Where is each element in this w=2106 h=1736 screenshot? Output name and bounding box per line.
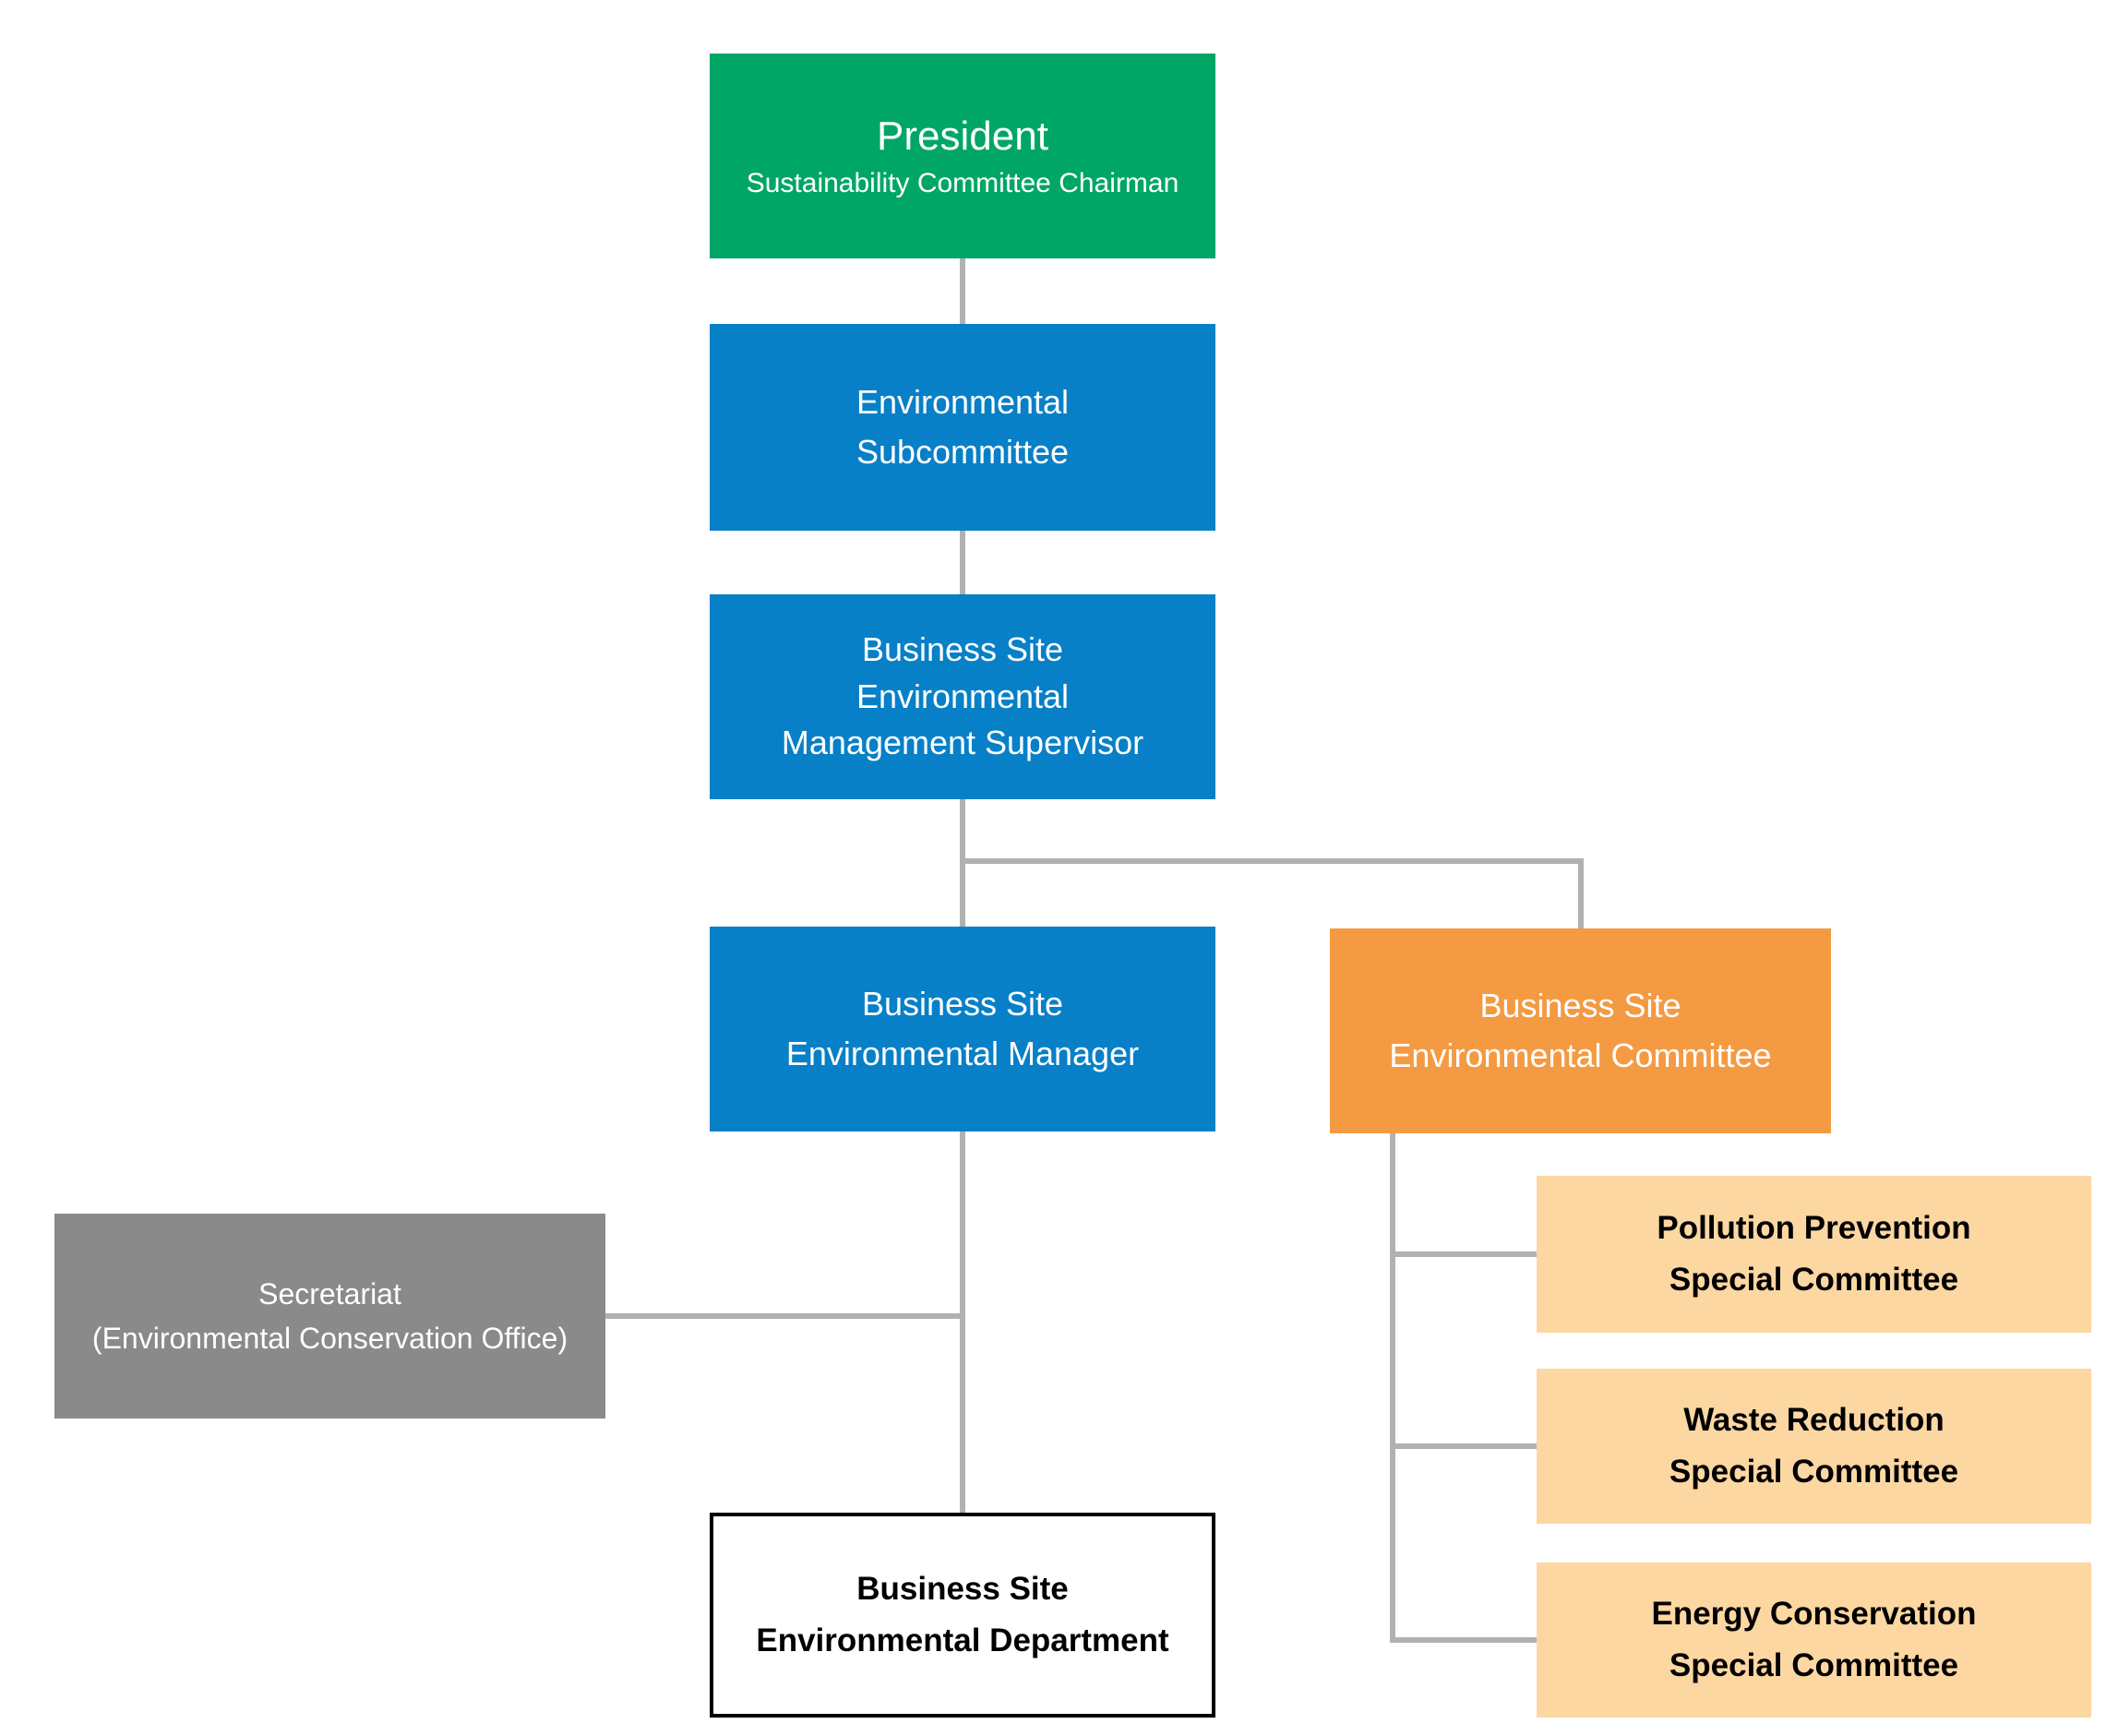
node-environmental-department: Business Site Environmental Department xyxy=(710,1513,1215,1718)
connector-stub-pollution xyxy=(1390,1251,1538,1257)
supervisor-label-line1: Business Site xyxy=(861,630,1064,669)
department-label-line1: Business Site xyxy=(856,1571,1069,1607)
pollution-label-line1: Pollution Prevention xyxy=(1657,1210,1971,1246)
node-energy-conservation-committee: Energy Conservation Special Committee xyxy=(1537,1562,2091,1718)
connector-branch-horizontal xyxy=(960,858,1584,864)
waste-label-line1: Waste Reduction xyxy=(1683,1402,1944,1438)
energy-label-line1: Energy Conservation xyxy=(1651,1596,1977,1632)
secretariat-label-line2: (Environmental Conservation Office) xyxy=(91,1322,568,1355)
connector-stub-waste xyxy=(1390,1443,1538,1449)
subcommittee-label-line1: Environmental xyxy=(856,383,1070,421)
manager-label-line2: Environmental Manager xyxy=(785,1035,1140,1072)
pollution-label-line2: Special Committee xyxy=(1669,1262,1959,1298)
connector-branch-committee xyxy=(1578,858,1584,930)
node-president: President Sustainability Committee Chair… xyxy=(710,54,1215,258)
manager-label-line1: Business Site xyxy=(861,985,1064,1023)
president-title: President xyxy=(877,113,1048,159)
node-secretariat: Secretariat (Environmental Conservation … xyxy=(54,1214,605,1419)
connector-subcommittee-supervisor xyxy=(960,529,965,597)
waste-label-line2: Special Committee xyxy=(1669,1454,1959,1490)
committee-label-line1: Business Site xyxy=(1479,987,1681,1024)
node-environmental-subcommittee: Environmental Subcommittee xyxy=(710,324,1215,531)
connector-manager-department xyxy=(960,1130,965,1515)
committee-label-line2: Environmental Committee xyxy=(1389,1036,1772,1074)
node-environmental-manager: Business Site Environmental Manager xyxy=(710,927,1215,1131)
supervisor-label-line2: Environmental xyxy=(856,676,1070,715)
connector-stub-energy xyxy=(1390,1637,1538,1643)
node-environmental-committee: Business Site Environmental Committee xyxy=(1330,928,1831,1133)
node-waste-reduction-committee: Waste Reduction Special Committee xyxy=(1537,1369,2091,1524)
connector-president-subcommittee xyxy=(960,257,965,327)
energy-label-line2: Special Committee xyxy=(1669,1647,1959,1683)
supervisor-label-line3: Management Supervisor xyxy=(781,724,1144,762)
node-environmental-management-supervisor: Business Site Environmental Management S… xyxy=(710,594,1215,799)
president-subtitle: Sustainability Committee Chairman xyxy=(746,167,1179,198)
node-pollution-prevention-committee: Pollution Prevention Special Committee xyxy=(1537,1176,2091,1333)
connector-secretariat-horizontal xyxy=(604,1313,963,1319)
subcommittee-label-line2: Subcommittee xyxy=(856,433,1070,471)
secretariat-label-line1: Secretariat xyxy=(258,1277,401,1311)
department-label-line2: Environmental Department xyxy=(756,1622,1169,1658)
connector-committee-spine xyxy=(1390,1131,1395,1643)
